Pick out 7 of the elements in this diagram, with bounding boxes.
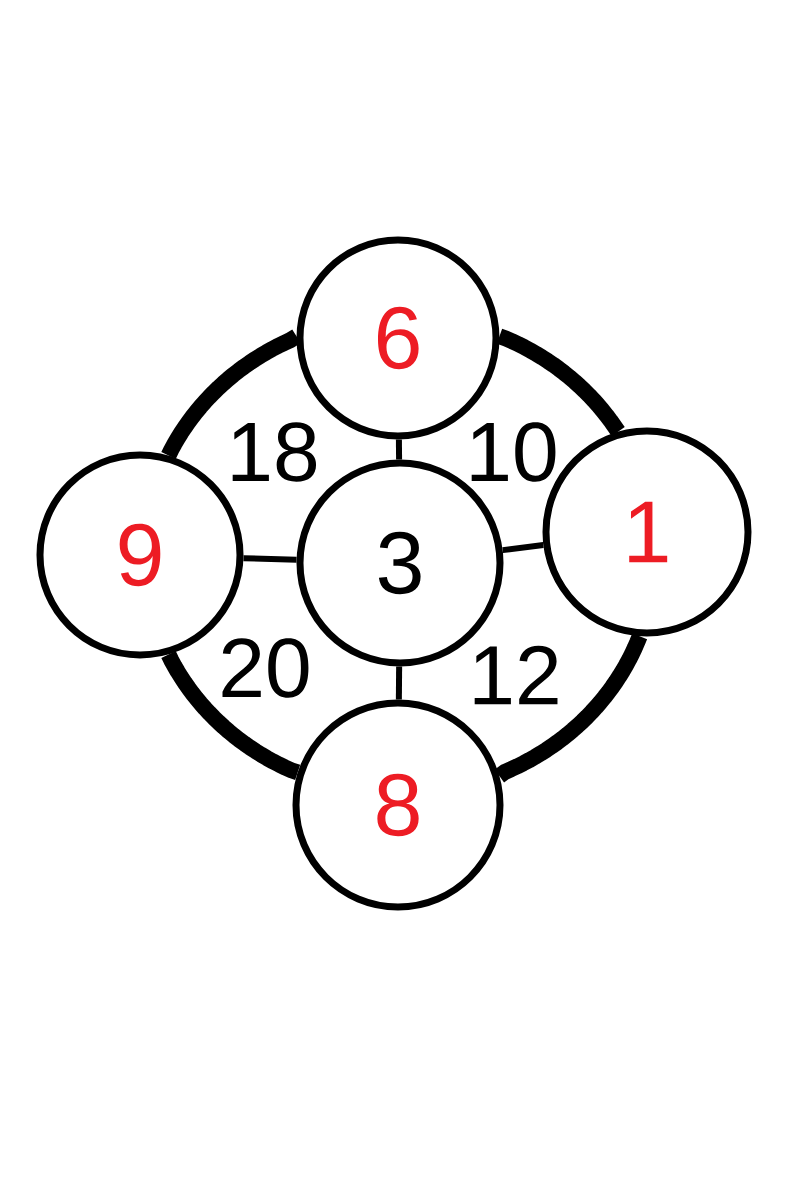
ring-arc bbox=[494, 633, 648, 783]
connector-line bbox=[395, 439, 403, 460]
ring-arc bbox=[496, 328, 625, 437]
connector-line bbox=[243, 555, 297, 563]
connector-line bbox=[395, 666, 403, 700]
ring-arc bbox=[161, 651, 301, 780]
connector-line bbox=[502, 542, 544, 554]
